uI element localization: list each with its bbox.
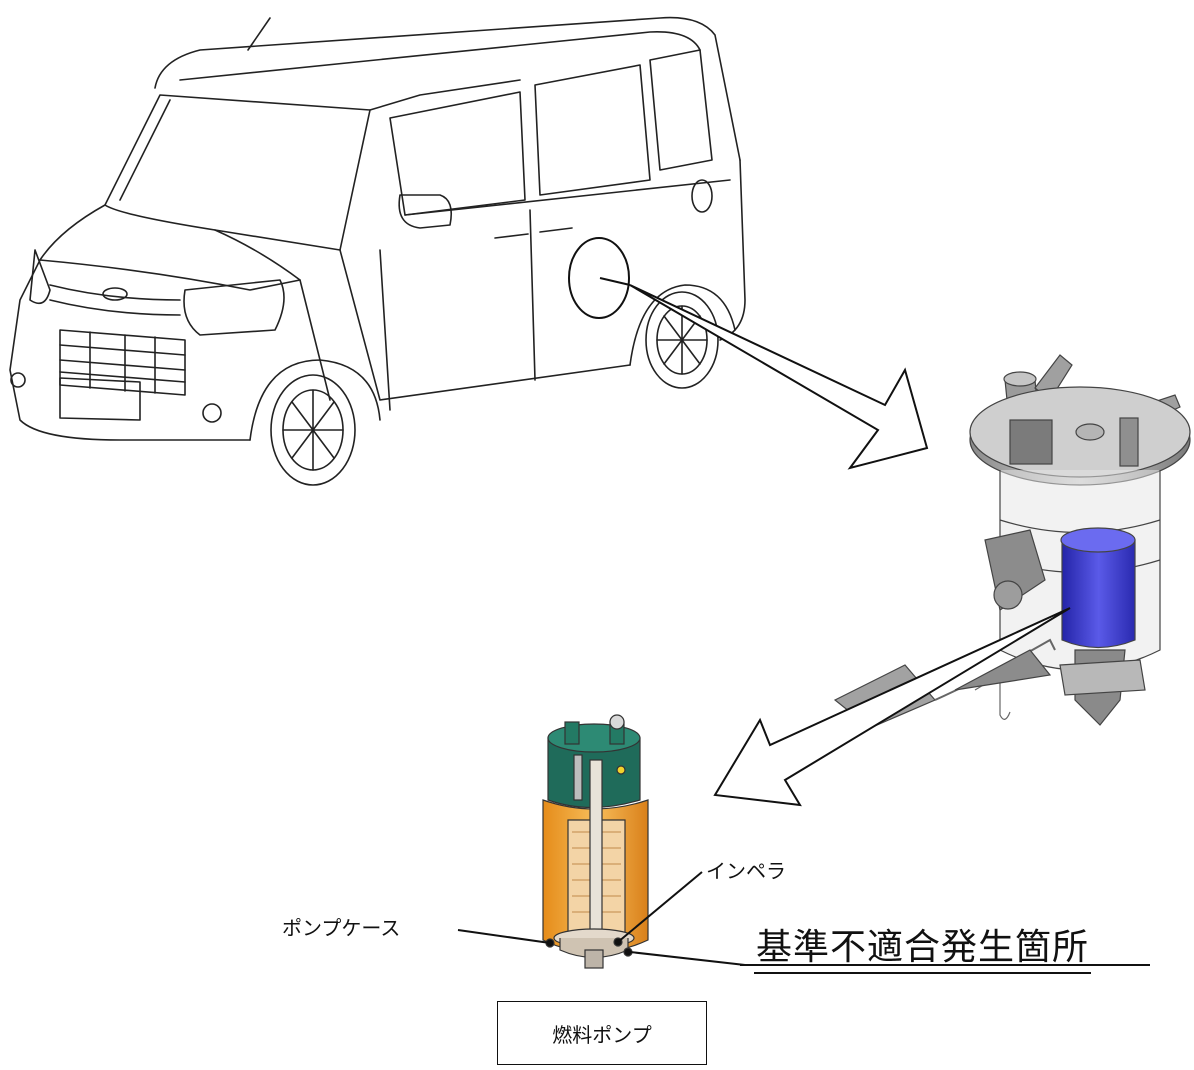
pump-case-label: ポンプケース	[282, 916, 401, 940]
fuel-pump-caption-box: 燃料ポンプ	[497, 1001, 707, 1065]
defect-leader	[629, 951, 746, 966]
leader-lines	[457, 871, 1150, 966]
pump-case-leader	[457, 929, 551, 944]
kei-van-illustration	[9, 16, 746, 486]
impeller-label: インペラ	[706, 859, 786, 883]
zoom-arrow-2	[713, 607, 1071, 807]
fuel-pump-module	[833, 354, 1191, 729]
impeller-leader	[617, 871, 703, 943]
fuel-lid-highlight	[568, 237, 630, 319]
fuel-pump-caption: 燃料ポンプ	[552, 1022, 652, 1047]
defect-location-label: 基準不適合発生箇所	[754, 918, 1092, 974]
zoom-arrow-1	[599, 277, 929, 470]
